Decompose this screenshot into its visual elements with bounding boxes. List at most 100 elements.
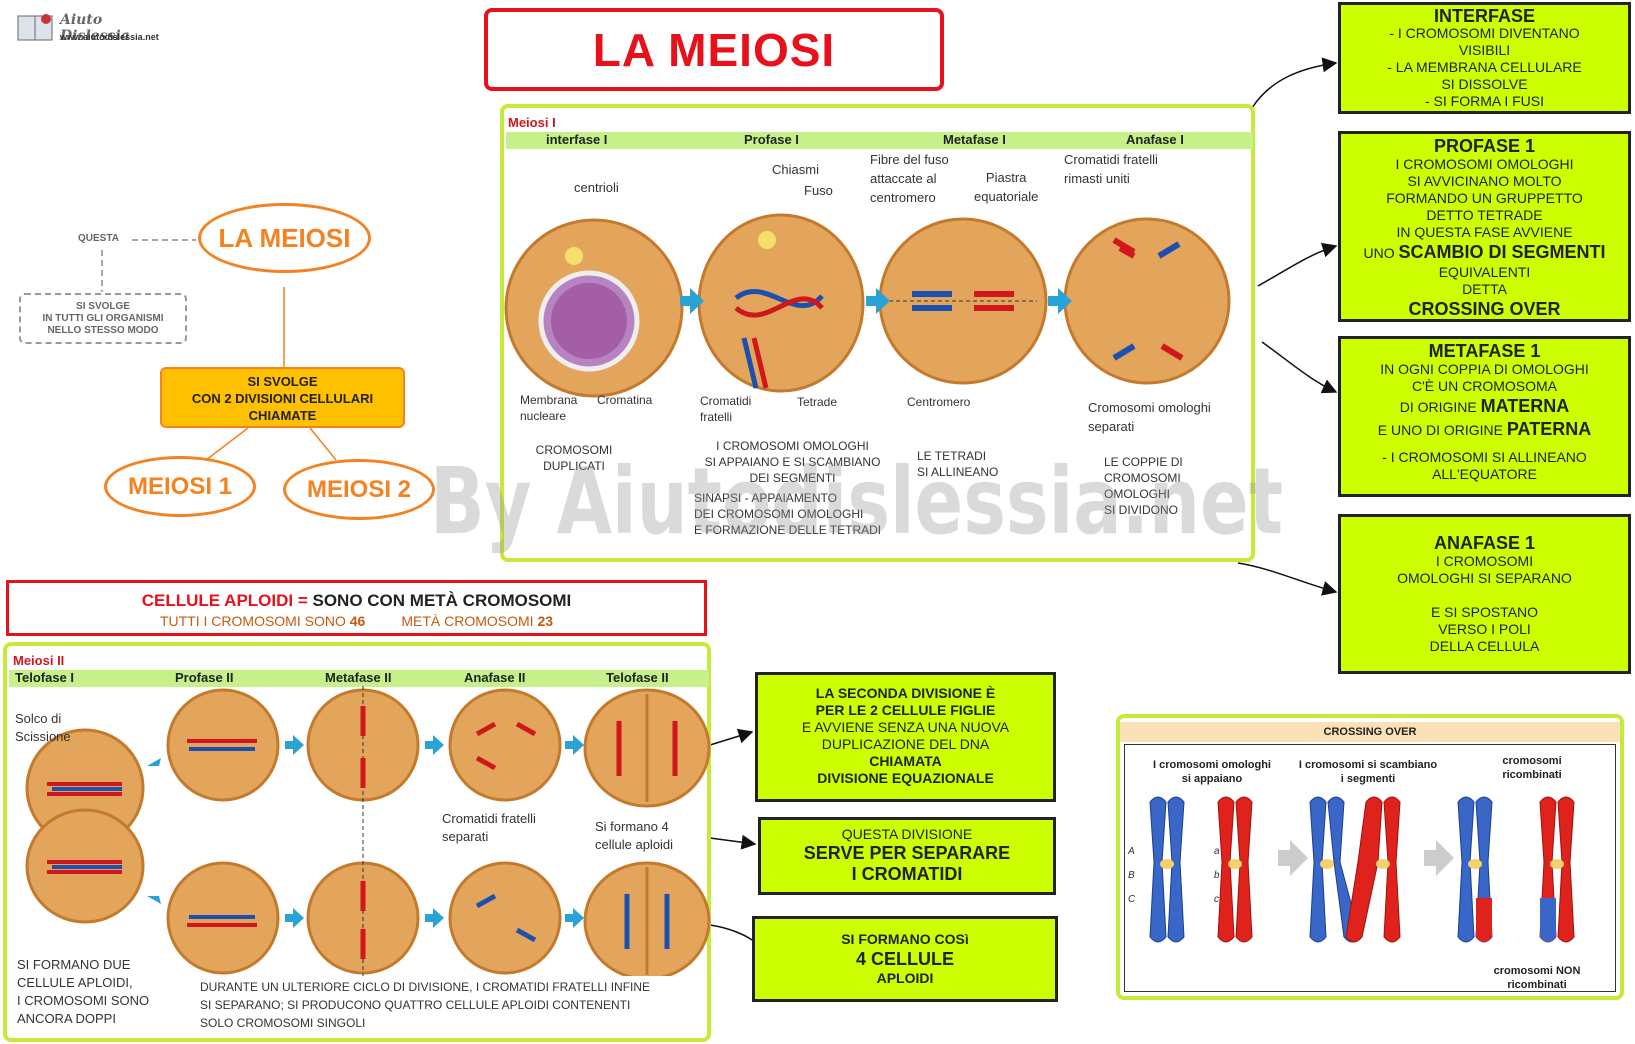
crossing-arrow-1: [1278, 840, 1308, 876]
box-profase-1: PROFASE 1 I CROMOSOMI OMOLOGHI SI AVVICI…: [1338, 131, 1631, 322]
meiosi-2-panel: Meiosi II Telofase I Profase II Metafase…: [3, 642, 711, 1042]
seconda-divisione-equazionale: CHIAMATA DIVISIONE EQUAZIONALE: [817, 753, 994, 786]
label-si-formano: Si formano 4 cellule aploidi: [595, 819, 674, 852]
allele-A: A: [1128, 846, 1135, 857]
label-cromatidi-uniti: Cromatidi fratelli rimasti uniti: [1064, 152, 1158, 186]
questa-label: QUESTA: [78, 233, 119, 244]
separare-intro: QUESTA DIVISIONE: [841, 826, 973, 842]
label-cromatina: Cromatina: [597, 393, 653, 407]
allele-b: b: [1214, 870, 1220, 881]
label-omologhi-separati: Cromosomi omologhi separati: [1088, 400, 1211, 434]
quattro-intro: SI FORMANO COSì: [841, 931, 969, 947]
cell-interfase: [504, 218, 684, 398]
interfase-title: INTERFASE: [1433, 6, 1535, 26]
meiosi-2-label: Meiosi II: [13, 653, 65, 668]
phase2-telofase-2: Telofase II: [606, 670, 669, 685]
label-centrioli: centrioli: [574, 180, 619, 195]
aploidi-tutti: TUTTI I CROMOSOMI SONO: [159, 613, 350, 629]
cell-profase: [697, 213, 865, 393]
phase-anafase: Anafase I: [1126, 132, 1184, 147]
quattro-bold: 4 CELLULE: [855, 949, 954, 969]
phase2-profase: Profase II: [175, 670, 234, 685]
arrows-meiosi-1: [680, 288, 1072, 314]
phase2-anafase: Anafase II: [464, 670, 526, 685]
crossing-label-ricombinati: cromosomi ricombinati: [1502, 755, 1562, 781]
chromosome-pair-2: [1309, 796, 1401, 943]
label-fibre: Fibre del fuso attaccate al centromero: [870, 152, 949, 205]
box-quattro-cellule: SI FORMANO COSì 4 CELLULE APLOIDI: [752, 916, 1058, 1002]
metafase-paterna: PATERNA: [1506, 419, 1592, 439]
phase2-telofase-1: Telofase I: [15, 670, 75, 685]
phase2-metafase: Metafase II: [325, 670, 392, 685]
box-interfase: INTERFASE - I CROMOSOMI DIVENTANO VISIBI…: [1338, 2, 1631, 114]
dashed-note: SI SVOLGE IN TUTTI GLI ORGANISMI NELLO S…: [19, 293, 187, 344]
caption-sinapsi: SINAPSI - APPAIAMENTO DEI CROMOSOMI OMOL…: [694, 491, 882, 537]
crossing-over-header: CROSSING OVER: [1120, 722, 1620, 742]
interfase-text: - I CROMOSOMI DIVENTANO VISIBILI - LA ME…: [1387, 25, 1582, 109]
crossing-label-appaiano: I cromosomi omologhi si appaiano: [1153, 759, 1271, 785]
cell-anafase: [1063, 217, 1231, 385]
allele-a: a: [1214, 846, 1220, 857]
metafase-materna: MATERNA: [1480, 396, 1570, 416]
box-seconda-divisione: LA SECONDA DIVISIONE È PER LE 2 CELLULE …: [755, 672, 1056, 802]
quattro-aploidi: APLOIDI: [876, 970, 934, 986]
cells-anafase-2: [448, 688, 562, 975]
phase-metafase: Metafase I: [943, 132, 1006, 147]
profase-scambio: SCAMBIO DI SEGMENTI: [1398, 242, 1606, 262]
caption-profase: I CROMOSOMI OMOLOGHI SI APPAIANO E SI SC…: [704, 439, 881, 485]
crossing-frame: [1124, 744, 1616, 992]
seconda-divisione-text: E AVVIENE SENZA UNA NUOVA DUPLICAZIONE D…: [801, 719, 1010, 752]
cell-metafase: [878, 217, 1048, 385]
label-centromero: Centromero: [907, 395, 971, 409]
seconda-divisione-title: LA SECONDA DIVISIONE È PER LE 2 CELLULE …: [815, 685, 996, 718]
anafase-text: I CROMOSOMI OMOLOGHI SI SEPARANO E SI SP…: [1397, 553, 1572, 654]
profase-text-3: EQUIVALENTI DETTA: [1438, 264, 1531, 297]
label-chiasmi: Chiasmi: [772, 162, 819, 177]
metafase-origine-1: DI ORIGINE: [1399, 399, 1481, 415]
profase-uno: UNO: [1363, 245, 1399, 261]
caption-tetradi: LE TETRADI SI ALLINEANO: [917, 449, 999, 479]
caption-ulteriore-ciclo: DURANTE UN ULTERIORE CICLO DI DIVISIONE,…: [200, 980, 651, 1030]
aploidi-definition: SONO CON METÀ CROMOSOMI: [312, 591, 572, 610]
aploidi-box: CELLULE APLOIDI = SONO CON METÀ CROMOSOM…: [6, 580, 707, 636]
meiosi-1-label: Meiosi I: [508, 115, 556, 130]
cells-profase-2: [166, 688, 280, 975]
box-metafase-1: METAFASE 1 IN OGNI COPPIA DI OMOLOGHI C'…: [1338, 336, 1631, 497]
aploidi-line-1: CELLULE APLOIDI = SONO CON METÀ CROMOSOM…: [9, 591, 704, 611]
phase-interfase: interfase I: [546, 132, 608, 147]
page-title: LA MEIOSI: [484, 8, 944, 91]
metafase-text-2: DI ORIGINE MATERNA: [1345, 395, 1624, 418]
allele-c: c: [1214, 894, 1219, 905]
metafase-text-1: IN OGNI COPPIA DI OMOLOGHI C'È UN CROMOS…: [1380, 361, 1589, 394]
cells-metafase-2: [306, 686, 420, 976]
label-membrana: Membrana nucleare: [520, 393, 578, 423]
profase-text-1: I CROMOSOMI OMOLOGHI SI AVVICINANO MOLTO…: [1386, 156, 1583, 240]
caption-coppie: LE COPPIE DI CROMOSOMI OMOLOGHI SI DIVID…: [1104, 455, 1183, 517]
cells-telofase-2: [583, 688, 711, 976]
allele-C: C: [1128, 894, 1136, 905]
chromosome-pair-3: [1457, 796, 1575, 943]
aploidi-meta: METÀ CROMOSOMI: [401, 613, 538, 629]
label-solco: Solco di Scissione: [15, 711, 71, 744]
meiosi-2-node: MEIOSI 2: [283, 459, 435, 520]
box-separare-cromatidi: QUESTA DIVISIONE SERVE PER SEPARARE I CR…: [758, 817, 1056, 895]
site-logo: Aiuto Dislessia www.aiutodislessia.net: [16, 10, 176, 46]
meiosi-1-cells-illustration: [504, 213, 1231, 398]
chromosome-pair-1: [1149, 796, 1253, 943]
profase-crossing-over: CROSSING OVER: [1408, 299, 1561, 319]
logo-name: Aiuto Dislessia: [60, 12, 130, 44]
cell-telofase-1: [25, 728, 145, 924]
aploidi-23: 23: [537, 613, 554, 629]
profase-title: PROFASE 1: [1433, 136, 1536, 156]
meiosi-1-phase-header: interfase I Profase I Metafase I Anafase…: [506, 132, 1253, 149]
crossing-label-non-ricombinati: cromosomi NON ricombinati: [1493, 965, 1581, 991]
crossing-over-panel: CROSSING OVER I cromosomi omologhi si ap…: [1116, 714, 1624, 1000]
label-fuso: Fuso: [804, 183, 833, 198]
box-anafase-1: ANAFASE 1 I CROMOSOMI OMOLOGHI SI SEPARA…: [1338, 514, 1631, 674]
metafase-title: METAFASE 1: [1428, 341, 1541, 361]
meiosi-center-node: LA MEIOSI: [198, 203, 371, 273]
metafase-origine-2: E UNO DI ORIGINE: [1377, 422, 1507, 438]
phase-profase: Profase I: [744, 132, 799, 147]
